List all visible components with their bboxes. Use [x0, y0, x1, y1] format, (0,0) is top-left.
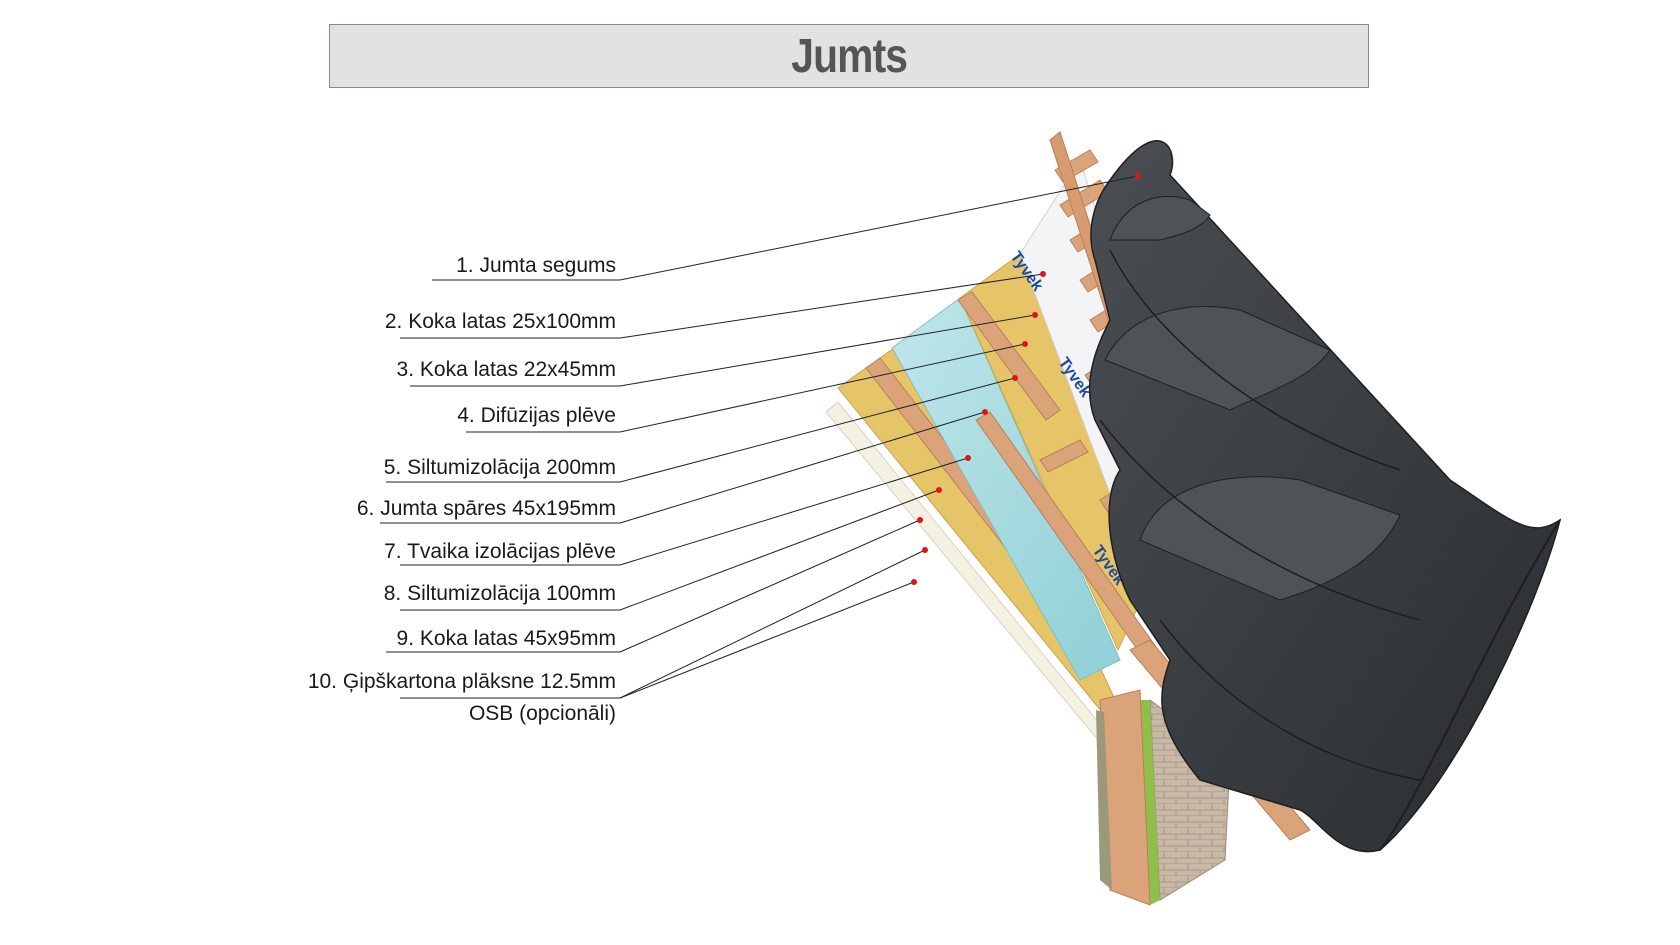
- leader-line: [619, 175, 1139, 281]
- leader-line: [619, 489, 940, 611]
- pointer-dot: [1022, 341, 1028, 347]
- layer-label-6: 6. Jumta spāres 45x195mm: [357, 497, 616, 520]
- leader-line: [619, 343, 1026, 433]
- leader-line: [619, 411, 986, 524]
- leader-line: [619, 314, 1036, 387]
- wall-inner: [1096, 710, 1112, 890]
- leader-line: [619, 519, 921, 653]
- pointer-dot: [982, 409, 988, 415]
- annotations-group: 1. Jumta segums 2. Koka latas 25x100mm 3. …: [308, 173, 1141, 725]
- layer-label-2: 2. Koka latas 25x100mm: [385, 310, 616, 333]
- roof-covering: [1088, 140, 1562, 853]
- pointer-dot: [911, 579, 917, 585]
- layer-label-7: 7. Tvaika izolācijas plēve: [384, 540, 616, 563]
- layer-label-10-extra: OSB (opcionāli): [469, 702, 616, 725]
- pointer-dot: [922, 547, 928, 553]
- leader-line: [619, 581, 915, 699]
- leader-line: [619, 273, 1044, 339]
- layer-label-3: 3. Koka latas 22x45mm: [397, 358, 616, 381]
- wall-green-layer: [1140, 700, 1160, 905]
- layer-label-8: 8. Siltumizolācija 100mm: [384, 582, 616, 605]
- pointer-dot: [1032, 312, 1038, 318]
- layer-label-4: 4. Difūzijas plēve: [457, 404, 616, 427]
- pointer-dot: [1040, 271, 1046, 277]
- vapor-barrier-layer: [891, 297, 1121, 681]
- pointer-dot: [1135, 173, 1141, 179]
- leader-line: [619, 549, 926, 699]
- layer-label-5: 5. Siltumizolācija 200mm: [384, 456, 616, 479]
- layer-label-9: 9. Koka latas 45x95mm: [397, 627, 616, 650]
- page-title: Jumts: [791, 29, 908, 83]
- layer-label-10: 10. Ģipškartona plāksne 12.5mm: [308, 670, 616, 693]
- leader-line: [619, 377, 1016, 483]
- pointer-dot: [965, 455, 971, 461]
- layer-label-1: 1. Jumta segums: [456, 254, 616, 277]
- pointer-dot: [917, 517, 923, 523]
- pointer-dot: [1012, 375, 1018, 381]
- pointer-dot: [936, 487, 942, 493]
- title-bar: Jumts: [329, 24, 1369, 88]
- leader-line: [619, 457, 969, 566]
